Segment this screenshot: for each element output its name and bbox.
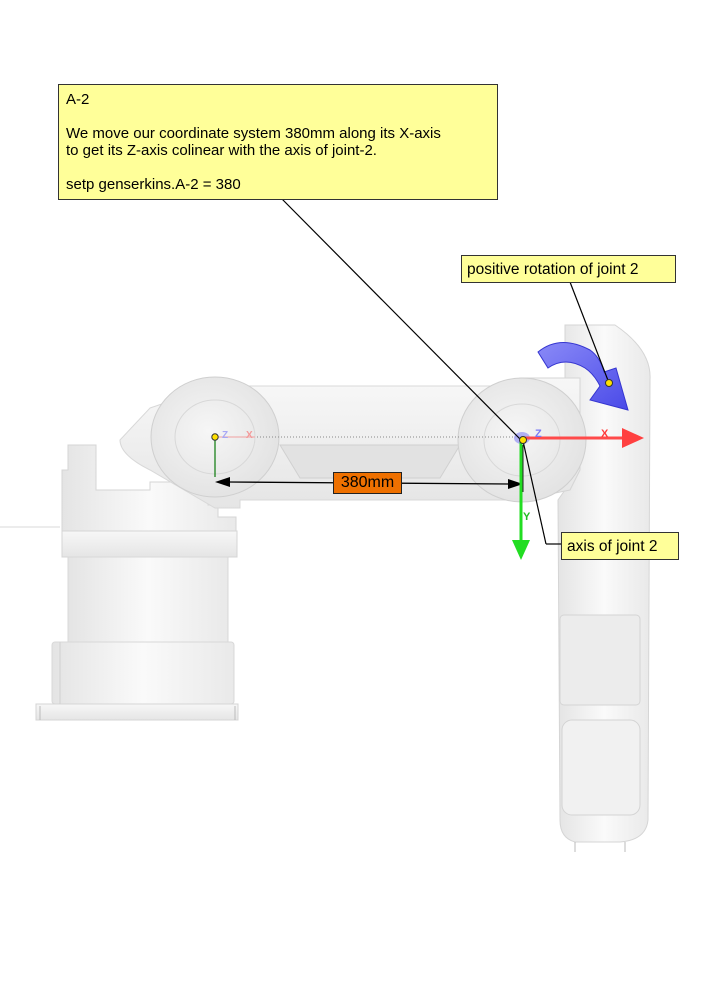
callout-title: A-2: [66, 91, 90, 108]
robot-base: [35, 444, 239, 721]
leader-line-rotation: [569, 281, 610, 384]
rotation-arrow: [537, 342, 629, 411]
callout-command: setp genserkins.A-2 = 380: [66, 176, 241, 193]
axis-label: axis of joint 2: [561, 532, 679, 560]
callout-line-2: to get its Z-axis colinear with the axis…: [66, 142, 377, 159]
leader-lines: [281, 198, 613, 545]
callout-line-1: We move our coordinate system 380mm alon…: [66, 125, 441, 142]
leader-line-axis: [522, 440, 547, 545]
x-axis-arrowhead: [622, 428, 644, 448]
y-axis-arrowhead: [512, 540, 530, 560]
axis-letter-x-left: X: [246, 430, 253, 441]
explanation-callout: A-2 We move our coordinate system 380mm …: [58, 84, 498, 200]
axis-letter-z-left: Z: [222, 430, 228, 441]
leader-line-note: [281, 198, 521, 440]
axis-letter-z-right: Z: [535, 428, 542, 440]
rotation-marker: [605, 379, 613, 387]
axis-letter-y-right: Y: [523, 511, 531, 523]
base-coordinate-frame: X Z: [211, 430, 255, 477]
origin-marker-right: [519, 436, 527, 444]
rotation-label: positive rotation of joint 2: [461, 255, 676, 283]
origin-marker-left: [211, 433, 219, 441]
dimension-label: 380mm: [333, 472, 402, 494]
axis-letter-x-right: X: [601, 428, 609, 440]
